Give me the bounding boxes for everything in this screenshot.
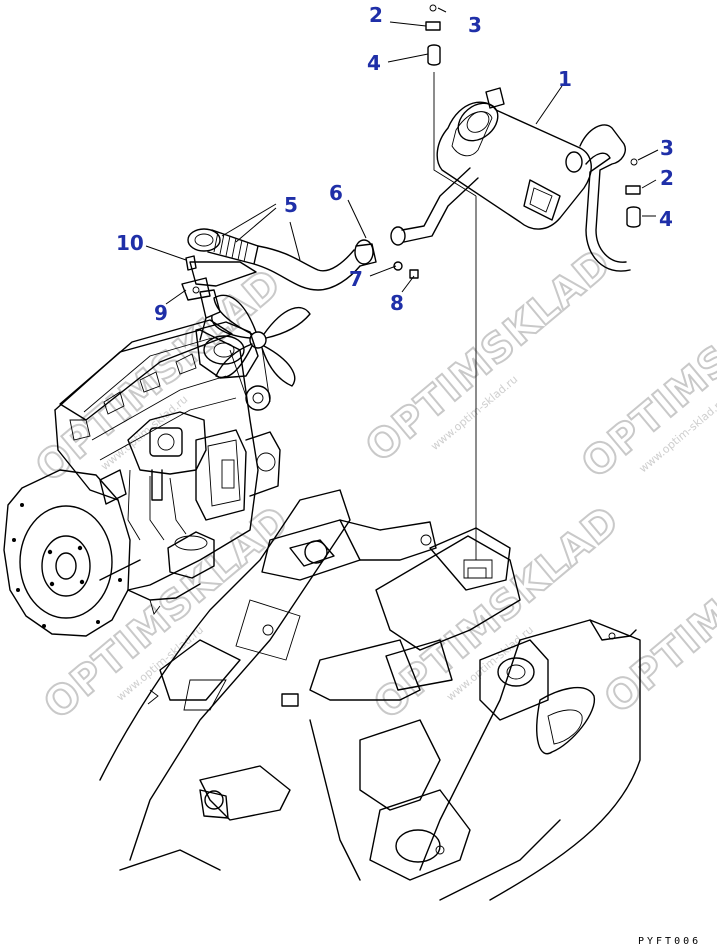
callout-8: 8 xyxy=(390,291,404,315)
rubber-mount-icon xyxy=(427,44,441,66)
engine-assembly xyxy=(3,289,311,637)
callout-4: 4 xyxy=(367,51,381,75)
leader-lines xyxy=(145,7,659,305)
nut-icon xyxy=(630,158,638,166)
callout-7: 7 xyxy=(349,267,363,291)
callout-3: 3 xyxy=(468,13,482,37)
watermark-brand: OPTIMSKLAD xyxy=(357,240,620,471)
callout-6: 6 xyxy=(329,181,343,205)
callout-2: 2 xyxy=(369,3,383,27)
mount-hardware xyxy=(425,4,641,560)
muffler-assembly xyxy=(390,87,631,272)
callout-9: 9 xyxy=(154,301,168,325)
drawing-code: PYFT006 xyxy=(638,936,701,947)
callout-10: 10 xyxy=(116,231,144,255)
washer-icon xyxy=(425,21,441,31)
watermark-brand: OPTIMSKLAD xyxy=(365,497,628,728)
callout-5: 5 xyxy=(284,193,298,217)
rubber-mount-icon xyxy=(626,206,641,228)
washer-icon xyxy=(625,185,641,195)
callout-4: 4 xyxy=(659,207,673,231)
machine-frame xyxy=(99,489,641,901)
watermark-brand: OPTIMSKLAD xyxy=(35,497,298,728)
nut-icon xyxy=(429,4,437,12)
exhaust-pipe-assembly xyxy=(181,228,419,301)
callout-1: 1 xyxy=(558,67,572,91)
cooling-fan xyxy=(211,294,311,387)
callout-labels: 2 3 4 1 3 2 4 5 6 10 7 8 9 xyxy=(116,3,674,325)
watermark-layer: OPTIMSKLAD www.optim-sklad.ru OPTIMSKLAD… xyxy=(26,239,717,729)
callout-3: 3 xyxy=(660,136,674,160)
callout-2: 2 xyxy=(660,166,674,190)
